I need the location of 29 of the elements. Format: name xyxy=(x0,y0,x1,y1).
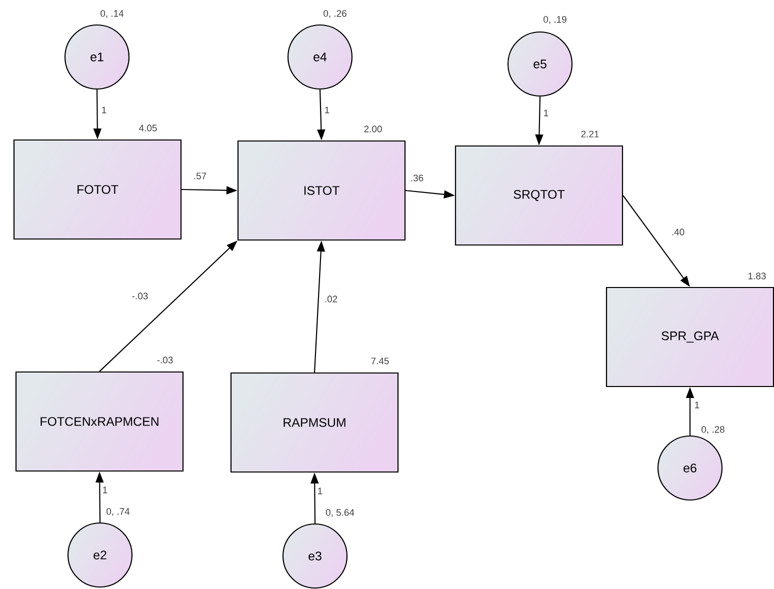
edge-label: -.03 xyxy=(132,292,148,300)
variable-box: ISTOT xyxy=(237,140,406,241)
edge-label: 1 xyxy=(318,488,322,494)
edge-label: .02 xyxy=(325,296,338,302)
variable-box: FOTOT xyxy=(13,139,182,240)
value-label: 0, .19 xyxy=(544,16,566,24)
value-label: 2.21 xyxy=(581,130,599,138)
value-label: 0, .14 xyxy=(100,10,124,18)
edge-label: 1 xyxy=(695,402,700,408)
value-label: 0, .74 xyxy=(106,508,130,516)
edge-label: 1 xyxy=(544,110,548,116)
variable-box: FOTCENxRAPMCEN xyxy=(15,371,184,472)
edge-label: 1 xyxy=(102,106,106,114)
edge-label: 1 xyxy=(325,106,330,114)
edge-label: 1 xyxy=(103,486,108,494)
variable-box: SPR_GPA xyxy=(606,286,774,388)
value-label: 7.45 xyxy=(371,358,389,364)
edge-label: .40 xyxy=(672,228,684,236)
variable-box: SRQTOT xyxy=(454,145,624,246)
value-label: 1.83 xyxy=(748,272,766,280)
value-label: 2.00 xyxy=(364,126,382,132)
edge-label: .57 xyxy=(194,172,206,180)
value-label: 0, .28 xyxy=(702,426,724,434)
value-label: 0, 5.64 xyxy=(326,509,354,517)
variable-box: RAPMSUM xyxy=(230,372,399,473)
edge-label: .36 xyxy=(411,174,424,182)
value-label: 4.05 xyxy=(139,124,157,132)
value-label: -.03 xyxy=(157,356,173,364)
value-label: 0, .26 xyxy=(324,10,346,18)
